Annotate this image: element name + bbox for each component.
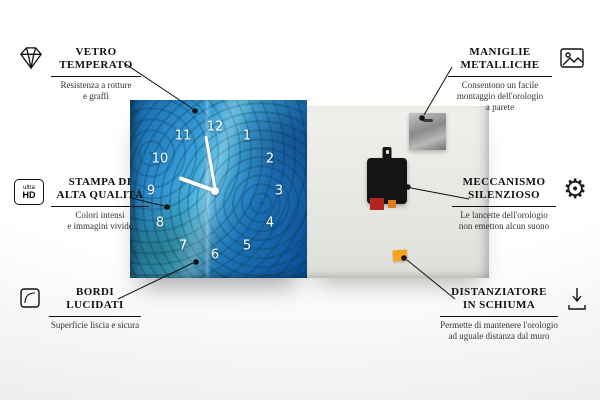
callout-title-line: VETRO: [75, 46, 117, 58]
clock-back-panel: [307, 106, 489, 278]
clock-front-panel: 12 1 2 3 4 5 6 7 8 9 10 11: [130, 100, 307, 278]
callout-subtitle-line: e immagini vivide: [67, 221, 133, 231]
callout-underline: [440, 316, 558, 317]
callout-subtitle-line: Le lancette dell'orologio: [460, 210, 548, 220]
callout-subtitle-line: Colori intensi: [75, 210, 125, 220]
clock-number: 9: [146, 183, 156, 199]
clock-number: 12: [206, 119, 224, 135]
callout-subtitle-line: non emetton alcun suono: [458, 221, 550, 231]
callout-title-line: METALLICHE: [460, 59, 540, 71]
callout-title-line: SILENZIOSO: [468, 189, 540, 201]
clock-number: 2: [265, 151, 275, 167]
clock-number: 3: [274, 183, 284, 199]
callout-title-line: STAMPA DI: [68, 176, 132, 188]
callout-underline: [49, 316, 141, 317]
foam-spacer: [392, 249, 408, 262]
battery: [370, 198, 384, 210]
gear-icon: ⚙: [563, 174, 588, 205]
callout-subtitle-line: Superficie liscia e sicura: [50, 320, 140, 330]
callout-subtitle-line: montaggio dell'orologio: [456, 91, 544, 101]
callout-title-line: MANIGLIE: [469, 46, 531, 58]
callout-metal-handles: MANIGLIE METALLICHE Consentono un facile…: [448, 46, 585, 113]
ultra-hd-icon: ultra HD: [14, 179, 44, 205]
clock-number: 1: [242, 128, 252, 144]
clock-number: 11: [174, 128, 192, 144]
callout-subtitle-line: Consentono un facile: [461, 80, 539, 90]
clock-number: 7: [178, 238, 188, 254]
callout-title-line: DISTANZIATORE: [451, 286, 547, 298]
clock-number: 8: [155, 215, 165, 231]
callout-title-line: LUCIDATI: [66, 299, 124, 311]
clock-number: 6: [210, 247, 220, 263]
mechanism-detail: [388, 200, 396, 208]
callout-subtitle-line: Resistenza a rotture: [60, 80, 132, 90]
callout-title-line: ALTA QUALITÀ: [56, 189, 144, 201]
clock-center-cap: [211, 187, 219, 195]
diamond-icon: [18, 46, 44, 75]
callout-underline: [452, 206, 556, 207]
callout-underline: [51, 76, 141, 77]
ultra-hd-icon-text: ultra: [23, 184, 35, 191]
callout-subtitle-line: Permette di mantenere l'orologio: [440, 320, 558, 330]
clock-mechanism: [367, 147, 407, 210]
callout-silent-mechanism: MECCANISMO SILENZIOSO Le lancette dell'o…: [452, 176, 587, 232]
callout-underline: [51, 206, 149, 207]
callout-foam-spacer: DISTANZIATORE IN SCHIUMA Permette di man…: [440, 286, 589, 342]
wall-distance-icon: [565, 286, 589, 317]
callout-print-quality: ultra HD STAMPA DI ALTA QUALITÀ Colori i…: [14, 176, 149, 232]
clock-number: 10: [151, 151, 169, 167]
metal-hanger-plate: [409, 113, 446, 150]
callout-subtitle-line: a parete: [485, 102, 515, 112]
clock-number: 4: [265, 215, 275, 231]
callout-subtitle-line: e graffi: [82, 91, 110, 101]
callout-title-line: IN SCHIUMA: [462, 299, 536, 311]
callout-underline: [448, 76, 552, 77]
callout-title-line: BORDI: [75, 286, 115, 298]
clock-number: 5: [242, 238, 252, 254]
callout-tempered-glass: VETRO TEMPERATO Resistenza a rotture e g…: [18, 46, 141, 102]
hanger-hook: [382, 147, 392, 160]
ultra-hd-icon-text: HD: [22, 189, 36, 200]
callout-title-line: TEMPERATO: [59, 59, 133, 71]
callout-subtitle-line: ad uguale distanza dal muro: [448, 331, 550, 341]
picture-frame-icon: [559, 46, 585, 75]
polished-edge-icon: [18, 286, 42, 315]
callout-polished-edges: BORDI LUCIDATI Superficie liscia e sicur…: [18, 286, 141, 331]
callout-title-line: MECCANISMO: [462, 176, 546, 188]
minute-hand: [203, 135, 217, 192]
